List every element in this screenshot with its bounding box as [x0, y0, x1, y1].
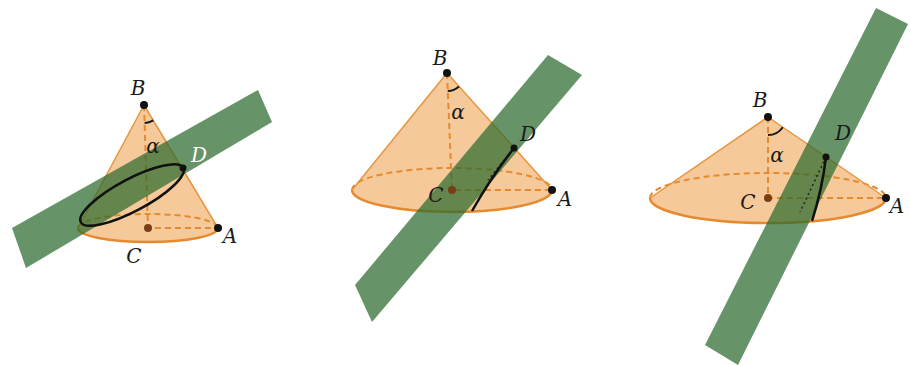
point	[823, 154, 830, 161]
point	[764, 113, 772, 121]
point	[882, 194, 890, 202]
cone-edge	[650, 117, 886, 198]
cone-body	[650, 117, 886, 223]
point	[443, 69, 451, 77]
point-label: C	[428, 185, 443, 205]
point-label: A	[223, 226, 237, 246]
point	[448, 186, 456, 194]
point-label: D	[835, 123, 851, 143]
angle-arc	[145, 120, 154, 123]
point-label: D	[191, 145, 207, 165]
point	[214, 224, 222, 232]
cone-panel-1	[12, 90, 272, 268]
point-label: B	[753, 90, 768, 110]
point	[144, 224, 152, 232]
point-label: C	[740, 192, 755, 212]
cutting-plane	[355, 55, 582, 322]
point-label: C	[126, 246, 141, 266]
angle-label: α	[146, 136, 160, 156]
cutting-plane	[705, 8, 908, 365]
section-curve	[812, 157, 826, 221]
point	[511, 145, 518, 152]
point	[548, 186, 556, 194]
section-ellipse	[73, 154, 190, 237]
point-label: A	[890, 196, 904, 216]
cone-panel-2	[352, 55, 582, 322]
angle-arc	[448, 86, 459, 91]
point-label: A	[558, 189, 572, 209]
angle-arc	[768, 127, 783, 135]
point-label: B	[131, 78, 146, 98]
point-label: B	[433, 48, 448, 68]
cutting-plane	[12, 90, 272, 268]
point-label: D	[520, 124, 536, 144]
cone-panel-3	[650, 8, 908, 365]
point	[140, 101, 148, 109]
angle-label: α	[770, 145, 784, 165]
section-curve	[472, 148, 514, 211]
point	[764, 194, 772, 202]
angle-label: α	[451, 102, 465, 122]
point	[180, 165, 187, 172]
